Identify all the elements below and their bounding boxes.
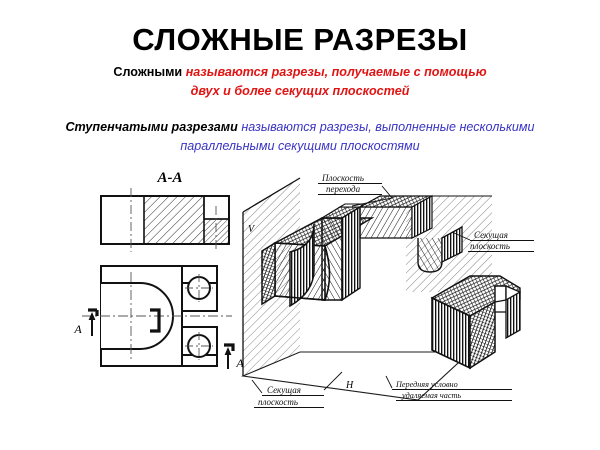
- callout-transition-plane-line2: перехода: [326, 184, 361, 194]
- paragraph-1: Сложными называются разрезы, получаемые …: [0, 64, 600, 81]
- center-step-cut-face: [321, 217, 343, 301]
- paragraph-4-rest: параллельными секущими плоскостями: [180, 139, 420, 153]
- rear-slab-cut-face: [359, 206, 413, 239]
- callout-cutting-plane-right-line1: Секущая: [474, 230, 508, 240]
- paragraph-1-lead: Сложными: [113, 65, 183, 79]
- callout-cutting-plane-right-line2: плоскость: [470, 241, 510, 251]
- callout-front-removed-part-line1: Передняя условно: [395, 380, 458, 389]
- front-part-end-face: [505, 290, 521, 340]
- paragraph-4: параллельными секущими плоскостями: [0, 138, 600, 155]
- vertical-plane-edge-top: [242, 177, 301, 213]
- rear-boss-side-face: [441, 225, 463, 264]
- section-view-a-a: [100, 188, 230, 252]
- callout-cutting-plane-bottom-line1: Секущая: [267, 385, 301, 395]
- callout-front-removed-part-line2: удаляемая часть: [401, 391, 461, 400]
- callout-front-removed-part-leader: [385, 375, 393, 389]
- rear-slab-side-face: [411, 194, 433, 239]
- section-label-a-right: A: [235, 356, 244, 370]
- callout-transition-plane-line1: Плоскость: [321, 173, 364, 183]
- section-trace: [88, 308, 235, 351]
- callout-cutting-plane-bottom: Секущая плоскость: [251, 371, 343, 408]
- section-hatch-main: [144, 196, 204, 244]
- section-arrow-left: [88, 312, 96, 336]
- section-hatch-step: [204, 219, 229, 244]
- left-block-recess-wall: [289, 223, 315, 308]
- section-arrow-right: [224, 347, 232, 369]
- paragraph-2: двух и более секущих плоскостей: [0, 83, 600, 100]
- section-view-title: A-A: [156, 170, 182, 186]
- orthographic-views: A-A: [73, 170, 244, 370]
- section-outline: [100, 195, 230, 245]
- front-part-right-face: [469, 300, 496, 370]
- callout-transition-plane-leader: [351, 185, 393, 207]
- callout-cutting-plane-bottom-line2: плоскость: [258, 397, 298, 407]
- callout-front-removed-part: Передняя условно удаляемая часть: [385, 375, 512, 401]
- callout-cutting-plane-bottom-leader2: [323, 371, 343, 391]
- callout-cutting-plane-right-leader: [451, 231, 471, 241]
- section-pocket: [203, 195, 230, 220]
- plan-boss-top: [181, 265, 218, 312]
- isometric-view: V H: [240, 177, 521, 401]
- paragraph-2-rest: двух и более секущих плоскостей: [190, 84, 410, 98]
- callouts: Плоскость перехода Секущая плоскость Сек…: [251, 173, 534, 408]
- paragraph-3-rest: называются разрезы, выполненные нескольк…: [241, 120, 535, 134]
- paragraph-3-lead: Ступенчатыми разрезами: [65, 120, 238, 134]
- paragraph-3: Ступенчатыми разрезами называются разрез…: [0, 119, 600, 136]
- label-horizontal-plane: H: [345, 380, 354, 391]
- label-vertical-plane: V: [248, 224, 256, 235]
- left-block-side-face: [261, 241, 276, 306]
- paragraph-1-rest: называются разрезы, получаемые с помощью: [185, 65, 487, 79]
- callout-cutting-plane-bottom-leader: [251, 379, 263, 394]
- page-title: СЛОЖНЫЕ РАЗРЕЗЫ: [132, 22, 468, 57]
- rear-boss-hole-cut: [417, 238, 443, 273]
- callout-cutting-plane-right: Секущая плоскость: [451, 230, 534, 252]
- center-step-side-face: [341, 205, 361, 302]
- callout-transition-plane: Плоскость перехода: [318, 173, 393, 207]
- plan-view: A A: [73, 265, 244, 370]
- section-label-a-left: A: [73, 322, 82, 336]
- plan-boss-bottom: [181, 326, 218, 367]
